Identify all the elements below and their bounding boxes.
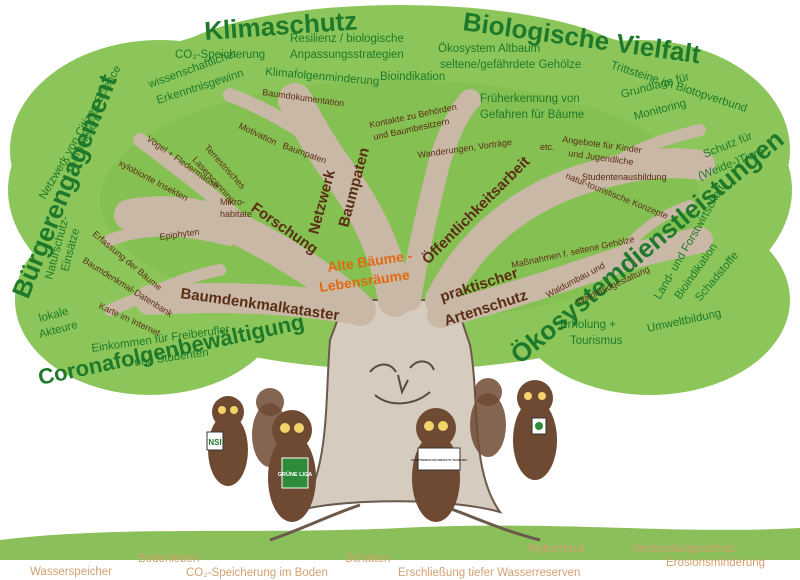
badge-nsi: NSI xyxy=(208,438,221,447)
label-co2-boden: CO₂-Speicherung im Boden xyxy=(186,567,328,579)
label-bodenleben: Bodenleben xyxy=(138,553,199,565)
label-gefahren: Gefahren für Bäume xyxy=(480,109,584,121)
label-mykorrhiza: Mykorrhiza xyxy=(528,543,585,555)
label-resilienz: Resilienz / biologische xyxy=(290,33,404,45)
label-verdunstungsschutz: Verdunstungsschutz xyxy=(632,543,736,555)
label-mikro: Mikro- xyxy=(220,197,245,207)
badge-arbeitskreis: ARBEITSKREIS NATURSCHUTZ THARANDT xyxy=(411,458,468,462)
label-oekosystem-altbaum: Ökosystem Altbaum xyxy=(438,43,540,55)
badge-gruene-liga: GRÜNE LIGA xyxy=(278,471,313,478)
label-schatten: Schatten xyxy=(345,553,390,565)
label-erosionsminderung: Erosionsminderung xyxy=(666,557,765,569)
label-etc: etc. xyxy=(540,142,555,152)
owl-5 xyxy=(470,378,506,457)
label-frueherkennung: Früherkennung von xyxy=(480,93,580,105)
label-studentenausbildung: Studentenausbildung xyxy=(582,172,667,182)
label-erholung: Erholung + xyxy=(560,319,616,331)
label-habitate: habitate xyxy=(220,209,252,219)
label-anpassung: Anpassungsstrategien xyxy=(290,49,404,61)
label-co2-speicherung: CO₂-Speicherung xyxy=(175,49,265,61)
tree-face xyxy=(369,360,435,405)
ground xyxy=(0,525,800,560)
label-seltene-gehoelze: seltene/gefährdete Gehölze xyxy=(440,59,581,71)
label-tourismus: Tourismus xyxy=(570,335,623,347)
label-bioindikation: Bioindikation xyxy=(380,71,445,83)
root-labels: Wasserspeicher Bodenleben CO₂-Speicherun… xyxy=(30,543,765,579)
label-wasserspeicher: Wasserspeicher xyxy=(30,566,112,578)
tree-branches xyxy=(104,83,715,328)
label-erschliessung: Erschließung tiefer Wasserreserven xyxy=(398,567,580,579)
badges: NSI GRÜNE LIGA ARBEITSKREIS NATURSCHUTZ … xyxy=(206,417,547,489)
